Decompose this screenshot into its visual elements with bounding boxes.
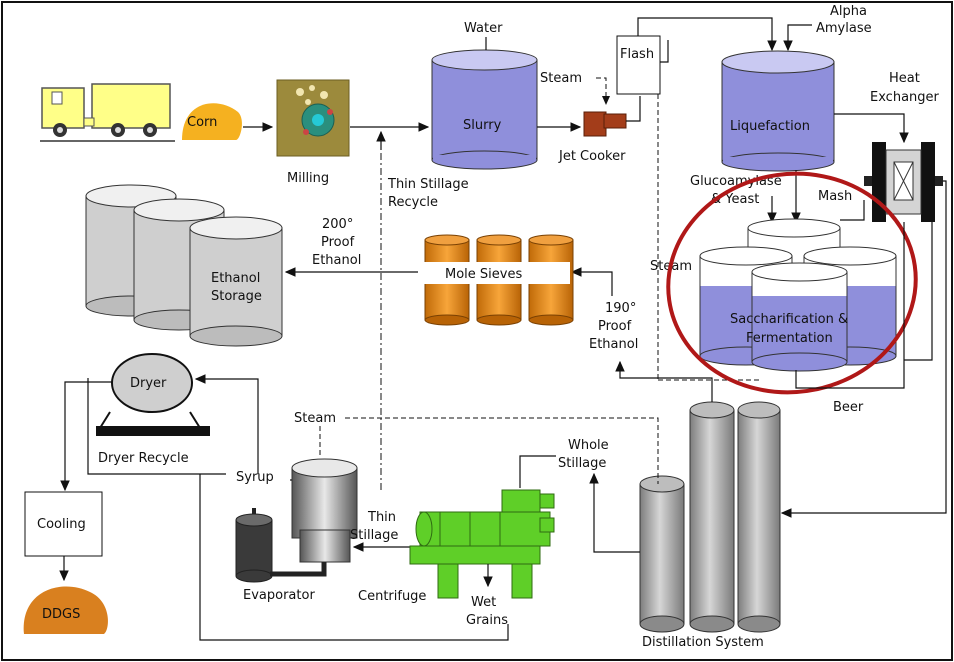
saccharification-label-2: Fermentation	[746, 331, 833, 346]
truck-icon	[40, 83, 175, 142]
dryer-label: Dryer	[130, 376, 167, 391]
centrifuge-label: Centrifuge	[358, 589, 426, 604]
evaporator-icon	[235, 458, 358, 583]
centrifuge-icon	[409, 489, 555, 599]
alpha-label-2: Amylase	[816, 21, 872, 36]
milling-label: Milling	[287, 171, 329, 186]
mole-sieves	[418, 234, 574, 326]
corn-pile-icon	[182, 103, 242, 140]
thin-recycle-label-1: Thin Stillage	[387, 177, 469, 192]
thin-stillage-label-1: Thin	[367, 510, 396, 525]
ddgs-label: DDGS	[42, 607, 80, 622]
steam-low-label: Steam	[294, 411, 336, 426]
proof200-label-3: Ethanol	[312, 253, 361, 268]
evaporator-label: Evaporator	[243, 588, 315, 603]
jet-cooker-icon	[583, 111, 627, 137]
dryer-icon	[96, 353, 210, 436]
dryer-recycle-label: Dryer Recycle	[98, 451, 189, 466]
heat-exchanger-icon	[864, 142, 943, 222]
jet-cooker-label: Jet Cooker	[558, 149, 626, 164]
cooling-box	[24, 491, 103, 557]
milling-image	[276, 79, 350, 157]
proof190-label-2: Proof	[598, 319, 632, 334]
thin-stillage-label-2: Stillage	[350, 528, 398, 543]
thin-recycle-label-2: Recycle	[388, 195, 438, 210]
whole-stillage-label-1: Whole	[568, 438, 609, 453]
beer-label: Beer	[833, 400, 864, 415]
slurry-tank	[431, 49, 538, 170]
ethanol-storage-tanks	[85, 184, 283, 347]
corn-label: Corn	[187, 115, 217, 130]
fermentation-tanks	[699, 218, 897, 372]
ddgs-pile-icon	[23, 586, 109, 634]
ethanol-storage-label-1: Ethanol	[211, 271, 260, 286]
distillation-columns	[639, 401, 781, 633]
slurry-label: Slurry	[463, 118, 502, 133]
distillation-label: Distillation System	[642, 635, 764, 650]
water-label: Water	[464, 21, 503, 36]
wet-grains-label-2: Grains	[466, 613, 508, 628]
mash-label: Mash	[818, 189, 852, 204]
proof200-label-2: Proof	[321, 235, 355, 250]
cooling-label: Cooling	[37, 517, 86, 532]
heat-label-1: Heat	[889, 71, 920, 86]
proof190-label-1: 190°	[605, 301, 636, 316]
saccharification-label-1: Saccharification &	[730, 312, 848, 327]
ethanol-storage-label-2: Storage	[211, 289, 262, 304]
heat-label-2: Exchanger	[870, 90, 940, 105]
proof190-label-3: Ethanol	[589, 337, 638, 352]
proof200-label-1: 200°	[322, 217, 353, 232]
flash-box	[616, 35, 661, 95]
highlight-ellipse	[666, 171, 918, 395]
syrup-label: Syrup	[236, 470, 274, 485]
mole-sieves-label: Mole Sieves	[445, 267, 522, 282]
whole-stillage-label-2: Stillage	[558, 456, 606, 471]
alpha-label-1: Alpha	[830, 4, 867, 19]
liquefaction-label: Liquefaction	[730, 119, 810, 134]
steam-top-label: Steam	[540, 71, 582, 86]
wet-grains-label-1: Wet	[471, 595, 496, 610]
flash-label: Flash	[620, 47, 654, 62]
liquefaction-tank	[721, 50, 835, 172]
